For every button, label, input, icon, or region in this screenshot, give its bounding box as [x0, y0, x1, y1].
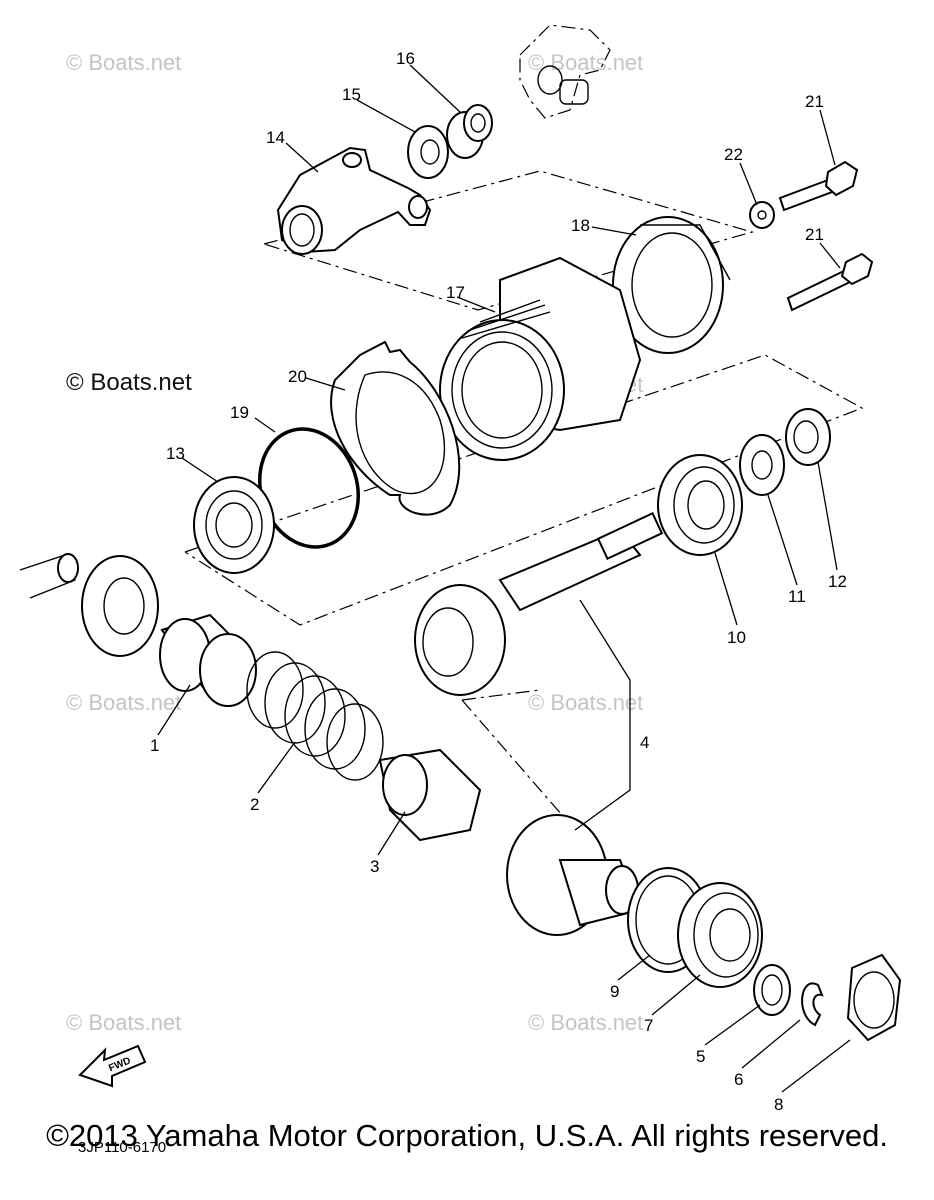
- callout-8: 8: [774, 1095, 783, 1114]
- part-washer-5: [753, 964, 791, 1016]
- callout-13: 13: [166, 444, 185, 463]
- callout-21-lower: 21: [805, 225, 824, 244]
- callout-14: 14: [266, 128, 285, 147]
- watermarks-light: © Boats.net © Boats.net © Boats.net © Bo…: [66, 50, 643, 1035]
- callout-21-upper: 21: [805, 92, 824, 111]
- reference-planes: [184, 170, 864, 831]
- callout-7: 7: [644, 1016, 653, 1035]
- watermark: © Boats.net: [66, 690, 181, 715]
- part-shaft-left: [19, 553, 159, 657]
- watermark: © Boats.net: [528, 690, 643, 715]
- universal-joint: [519, 24, 611, 119]
- callout-5: 5: [696, 1047, 705, 1066]
- callout-1: 1: [150, 736, 159, 755]
- part-nut-8: [846, 953, 902, 1042]
- part-bearing-7: [677, 882, 763, 988]
- part-nut-16: [446, 104, 493, 159]
- callout-3: 3: [370, 857, 379, 876]
- copyright-notice: ©2013 Yamaha Motor Corporation, U.S.A. A…: [46, 1118, 888, 1153]
- callout-4: 4: [640, 733, 649, 752]
- part-bearing-10: [657, 454, 743, 556]
- part-housing-17: [439, 256, 642, 461]
- part-collar-1: [159, 613, 257, 707]
- callouts: 1 2 3 4 5 6 7 8 9 10 11 12 13 14 15 16 1…: [150, 49, 847, 1114]
- part-yoke-14: [276, 146, 432, 255]
- part-washer-11: [739, 434, 785, 496]
- diagram-code: 3JP110-6170: [78, 1139, 166, 1156]
- watermark: © Boats.net: [528, 1010, 643, 1035]
- callout-9: 9: [610, 982, 619, 1001]
- watermark: © Boats.net: [66, 50, 181, 75]
- callout-12: 12: [828, 572, 847, 591]
- part-lockwasher-6: [801, 982, 824, 1027]
- callout-15: 15: [342, 85, 361, 104]
- callout-2: 2: [250, 795, 259, 814]
- part-ring-18: [612, 216, 731, 354]
- part-clutch-3: [378, 748, 482, 842]
- callout-10: 10: [727, 628, 746, 647]
- fwd-arrow-icon: FWD: [78, 1044, 147, 1088]
- part-bolt-21-lower: [786, 252, 874, 312]
- callout-11: 11: [788, 587, 806, 606]
- part-washer-22: [749, 201, 775, 229]
- part-spring-2: [246, 651, 384, 781]
- leader-lines: [157, 64, 851, 1093]
- watermark: © Boats.net: [66, 1010, 181, 1035]
- part-seal-12: [785, 408, 831, 466]
- part-bearing-13: [193, 476, 275, 574]
- watermark-dark: © Boats.net: [66, 369, 192, 396]
- part-gear-shaft-4: [414, 512, 664, 936]
- callout-16: 16: [396, 49, 415, 68]
- watermark: © Boats.net: [528, 50, 643, 75]
- part-shim-20: [330, 340, 461, 516]
- callout-18: 18: [571, 216, 590, 235]
- part-washer-15: [407, 125, 449, 179]
- callout-20: 20: [288, 367, 307, 386]
- callout-22: 22: [724, 145, 743, 164]
- callout-17: 17: [446, 283, 465, 302]
- part-bolt-21-upper: [778, 160, 859, 212]
- callout-19: 19: [230, 403, 249, 422]
- callout-6: 6: [734, 1070, 743, 1089]
